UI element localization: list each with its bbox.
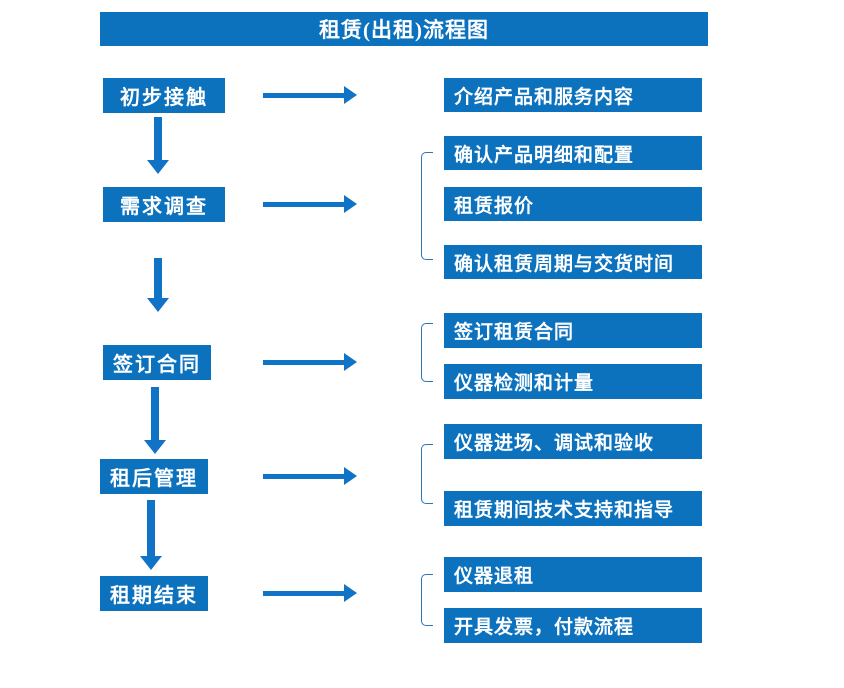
step-box-demand-survey: 需求调查 (103, 187, 225, 222)
arrow-shaft (263, 473, 344, 479)
group-bracket (421, 323, 433, 382)
arrow-shaft (154, 258, 162, 299)
right-arrow (263, 195, 357, 213)
arrow-head-icon (344, 195, 357, 213)
step-box-post-rental-management: 租后管理 (100, 459, 208, 494)
arrow-shaft (263, 590, 344, 596)
output-box-instrument-inspection-calibration: 仪器检测和计量 (444, 364, 702, 399)
output-box-confirm-rental-period-delivery: 确认租赁周期与交货时间 (444, 245, 702, 279)
group-bracket (421, 152, 433, 260)
arrow-shaft (263, 92, 344, 98)
arrow-shaft (151, 387, 159, 441)
output-box-rental-quote: 租赁报价 (444, 187, 702, 221)
flow-title: 租赁(出租)流程图 (100, 12, 708, 46)
right-arrow (263, 86, 357, 104)
output-box-sign-rental-contract: 签订租赁合同 (444, 313, 702, 348)
arrow-head-icon (344, 467, 357, 485)
arrow-shaft (263, 359, 344, 365)
arrow-head-icon (344, 353, 357, 371)
arrow-shaft (154, 117, 162, 161)
output-box-confirm-product-details: 确认产品明细和配置 (444, 136, 702, 170)
arrow-head-icon (344, 584, 357, 602)
arrow-head-icon (344, 86, 357, 104)
group-bracket (421, 444, 433, 504)
down-arrow (147, 117, 169, 174)
arrow-head-icon (147, 160, 169, 174)
output-box-instrument-arrival-debug-acceptance: 仪器进场、调试和验收 (444, 424, 702, 459)
down-arrow (140, 500, 162, 570)
right-arrow (263, 353, 357, 371)
arrow-head-icon (140, 556, 162, 570)
right-arrow (263, 467, 357, 485)
down-arrow (147, 258, 169, 312)
output-box-invoice-payment-process: 开具发票，付款流程 (444, 608, 702, 643)
arrow-head-icon (144, 440, 166, 454)
down-arrow (144, 387, 166, 454)
step-box-initial-contact: 初步接触 (103, 78, 225, 113)
arrow-head-icon (147, 298, 169, 312)
right-arrow (263, 584, 357, 602)
step-box-lease-end: 租期结束 (100, 576, 208, 611)
output-box-instrument-return: 仪器退租 (444, 557, 702, 592)
group-bracket (421, 574, 433, 626)
step-box-sign-contract: 签订合同 (103, 345, 211, 380)
output-box-rental-technical-support: 租赁期间技术支持和指导 (444, 491, 702, 526)
output-box-introduce-products-services: 介绍产品和服务内容 (444, 78, 702, 112)
arrow-shaft (147, 500, 155, 557)
arrow-shaft (263, 201, 344, 207)
